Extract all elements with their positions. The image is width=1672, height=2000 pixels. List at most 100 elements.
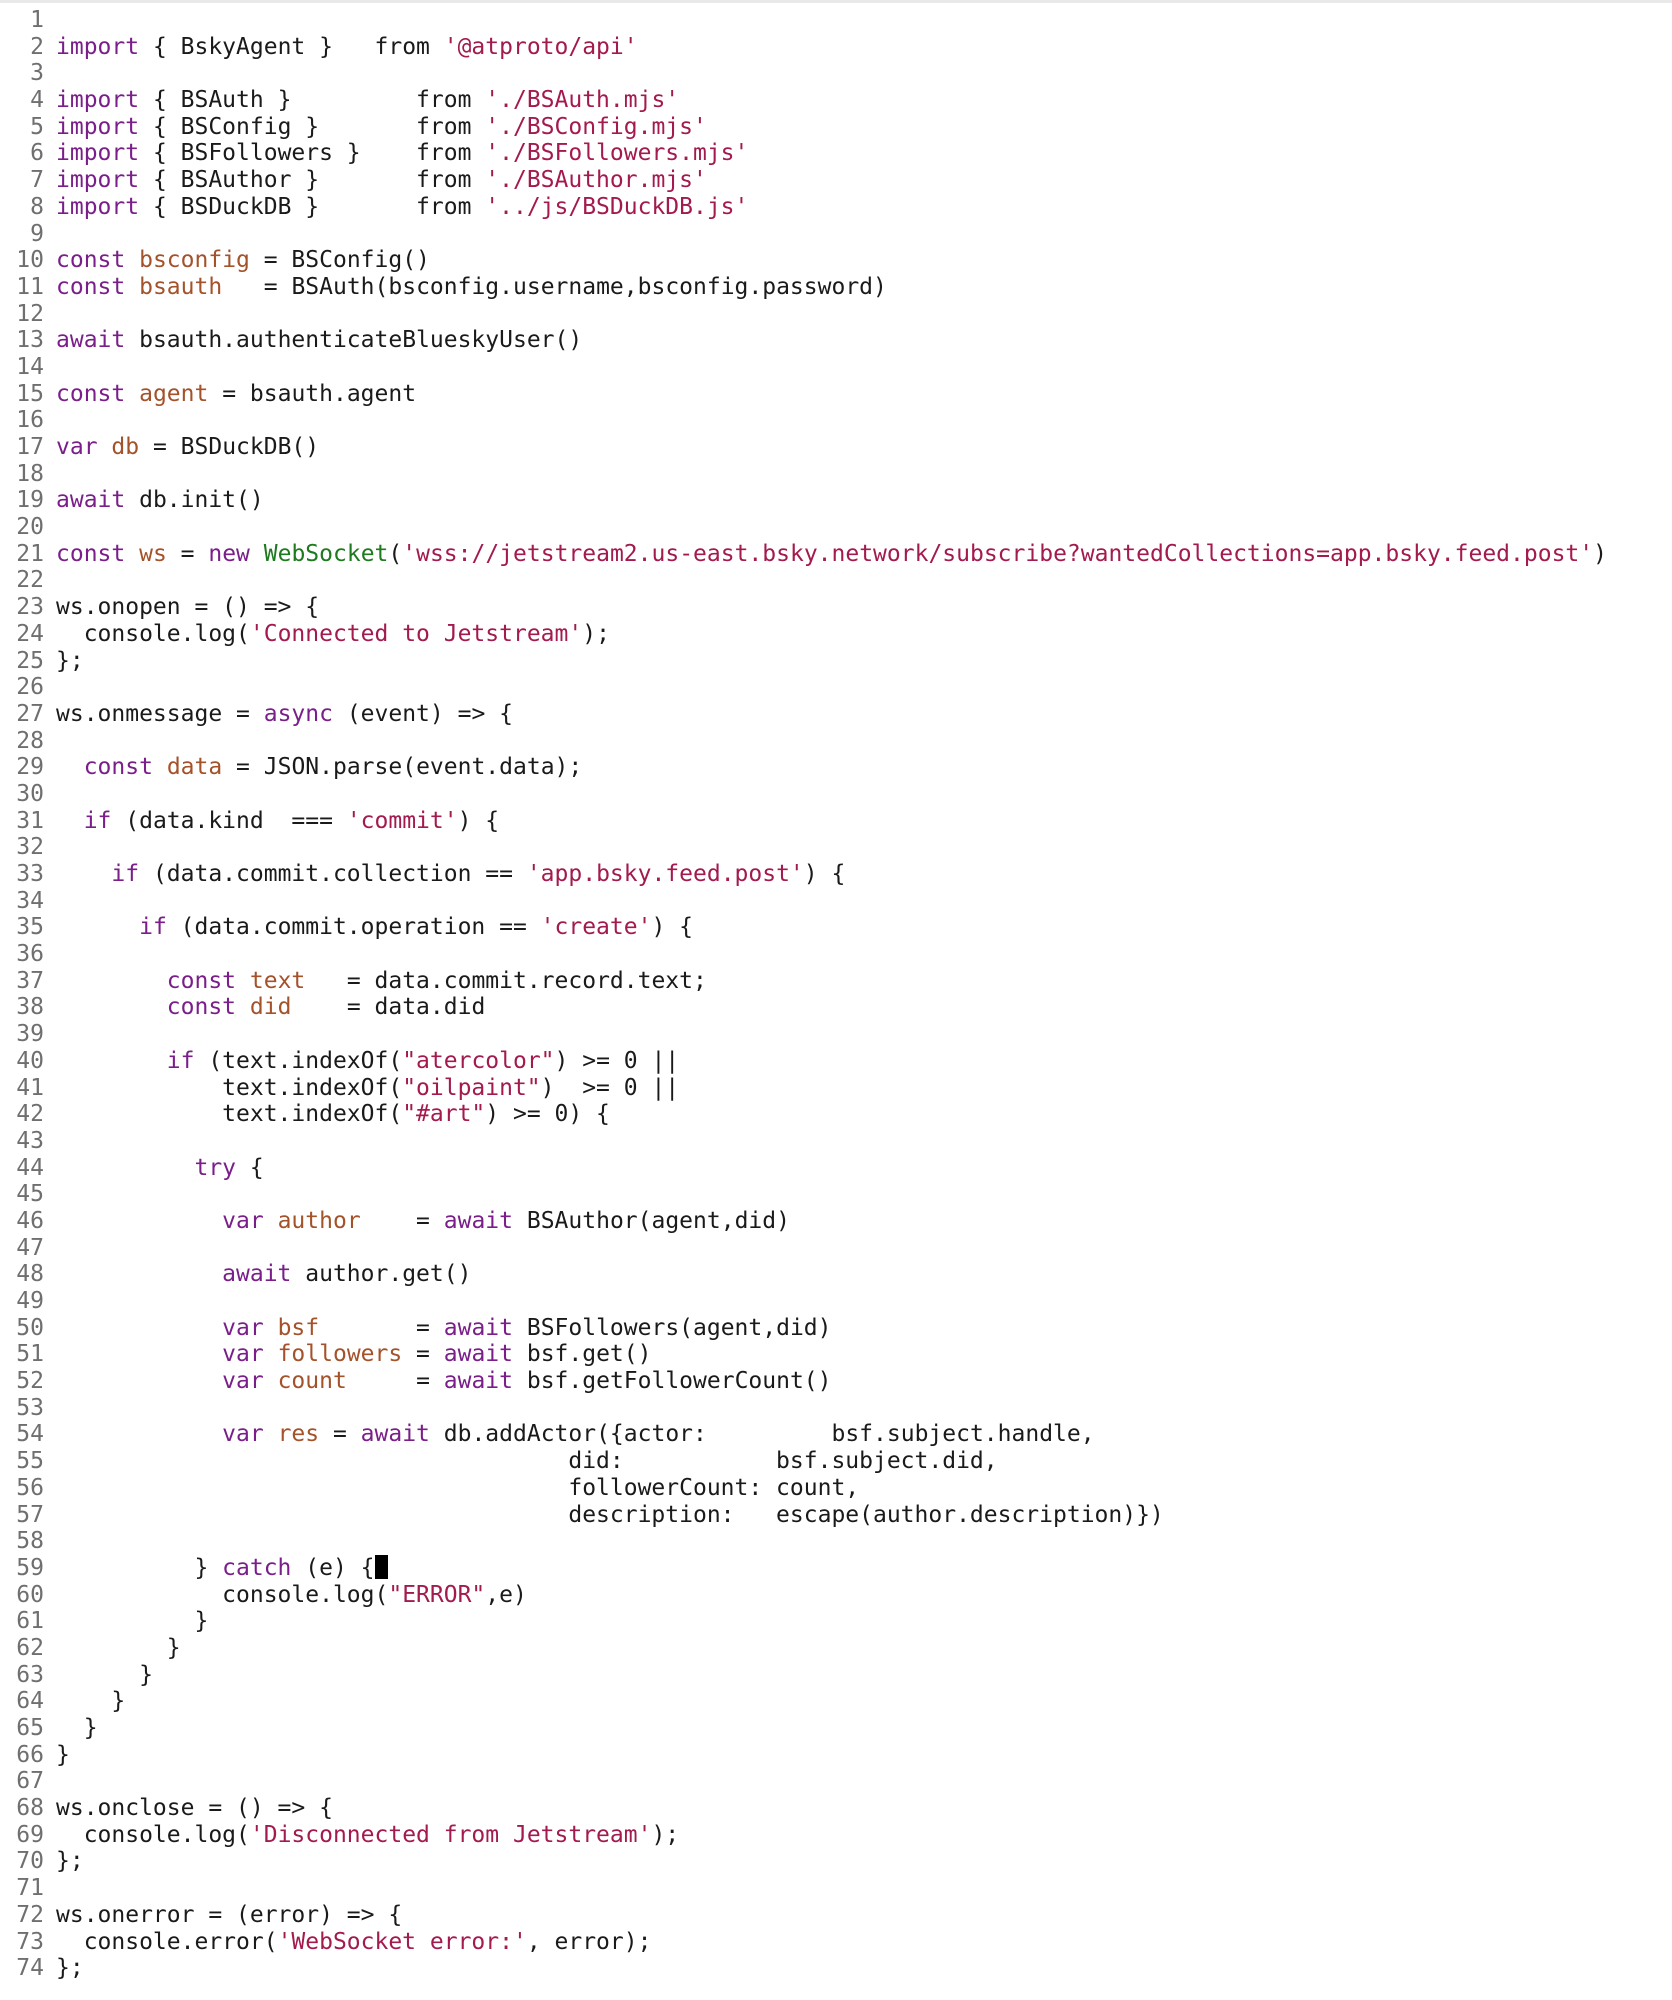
line-number: 62 bbox=[16, 1634, 44, 1661]
code-line[interactable]: 51 var followers = await bsf.get() bbox=[0, 1341, 1672, 1368]
line-number: 38 bbox=[16, 994, 44, 1021]
code-token-kw: if bbox=[111, 861, 140, 887]
code-line[interactable]: 34 bbox=[0, 888, 1672, 915]
code-line[interactable]: 62 } bbox=[0, 1635, 1672, 1662]
code-line[interactable]: 64 } bbox=[0, 1688, 1672, 1715]
code-line[interactable]: 66} bbox=[0, 1742, 1672, 1769]
code-line[interactable]: 67 bbox=[0, 1768, 1672, 1795]
code-line[interactable]: 44 try { bbox=[0, 1155, 1672, 1182]
code-line[interactable]: 37 const text = data.commit.record.text; bbox=[0, 968, 1672, 995]
code-line[interactable]: 12 bbox=[0, 301, 1672, 328]
code-line[interactable]: 1 bbox=[0, 7, 1672, 34]
code-line[interactable]: 33 if (data.commit.collection == 'app.bs… bbox=[0, 861, 1672, 888]
code-line[interactable]: 61 } bbox=[0, 1608, 1672, 1635]
code-line[interactable]: 70}; bbox=[0, 1848, 1672, 1875]
code-line[interactable]: 30 bbox=[0, 781, 1672, 808]
code-line[interactable]: 47 bbox=[0, 1235, 1672, 1262]
code-line[interactable]: 55 did: bsf.subject.did, bbox=[0, 1448, 1672, 1475]
code-line[interactable]: 63 } bbox=[0, 1662, 1672, 1689]
code-line[interactable]: 14 bbox=[0, 354, 1672, 381]
code-line[interactable]: 26 bbox=[0, 674, 1672, 701]
code-line[interactable]: 59 } catch (e) { bbox=[0, 1554, 1672, 1582]
code-line[interactable]: 29 const data = JSON.parse(event.data); bbox=[0, 754, 1672, 781]
code-line[interactable]: 69 console.log('Disconnected from Jetstr… bbox=[0, 1822, 1672, 1849]
code-line[interactable]: 28 bbox=[0, 728, 1672, 755]
code-line[interactable]: 42 text.indexOf("#art") >= 0) { bbox=[0, 1101, 1672, 1128]
code-line[interactable]: 60 console.log("ERROR",e) bbox=[0, 1582, 1672, 1609]
code-line[interactable]: 48 await author.get() bbox=[0, 1261, 1672, 1288]
code-line[interactable]: 57 description: escape(author.descriptio… bbox=[0, 1502, 1672, 1529]
code-line[interactable]: 65 } bbox=[0, 1715, 1672, 1742]
line-content: await db.init() bbox=[56, 487, 264, 513]
code-token-plain: = bbox=[346, 1368, 444, 1395]
code-line[interactable]: 20 bbox=[0, 514, 1672, 541]
code-line[interactable]: 16 bbox=[0, 407, 1672, 434]
code-token-str: './BSConfig.mjs' bbox=[485, 113, 707, 140]
code-token-kw: const bbox=[56, 380, 126, 407]
code-line[interactable]: 73 console.error('WebSocket error:', err… bbox=[0, 1929, 1672, 1956]
line-content: var author = await BSAuthor(agent,did) bbox=[56, 1208, 790, 1234]
line-content: try { bbox=[56, 1155, 263, 1181]
code-token-plain: bsf.getFollowerCount() bbox=[513, 1368, 832, 1395]
code-line[interactable]: 19 await db.init() bbox=[0, 487, 1672, 514]
code-line[interactable]: 56 followerCount: count, bbox=[0, 1475, 1672, 1502]
code-line[interactable]: 45 bbox=[0, 1181, 1672, 1208]
code-line[interactable]: 32 bbox=[0, 834, 1672, 861]
code-line[interactable]: 36 bbox=[0, 941, 1672, 968]
code-line[interactable]: 25}; bbox=[0, 648, 1672, 675]
code-line[interactable]: 58 bbox=[0, 1528, 1672, 1555]
code-line[interactable]: 71 bbox=[0, 1875, 1672, 1902]
code-token-plain: } bbox=[56, 1634, 181, 1661]
code-line[interactable]: 41 text.indexOf("oilpaint") >= 0 || bbox=[0, 1075, 1672, 1102]
code-line[interactable]: 52 var count = await bsf.getFollowerCoun… bbox=[0, 1368, 1672, 1395]
code-line[interactable]: 24 console.log('Connected to Jetstream')… bbox=[0, 621, 1672, 648]
code-line[interactable]: 54 var res = await db.addActor({actor: b… bbox=[0, 1421, 1672, 1448]
code-line[interactable]: 53 bbox=[0, 1395, 1672, 1422]
code-line[interactable]: 22 bbox=[0, 567, 1672, 594]
code-line[interactable]: 40 if (text.indexOf("atercolor") >= 0 || bbox=[0, 1048, 1672, 1075]
code-token-plain bbox=[56, 1208, 222, 1234]
code-line[interactable]: 18 bbox=[0, 461, 1672, 488]
code-token-kw: import bbox=[56, 193, 140, 220]
code-token-plain: { BSDuckDB } from bbox=[139, 193, 486, 220]
code-token-kw: var bbox=[222, 1314, 264, 1341]
code-line[interactable]: 35 if (data.commit.operation == 'create'… bbox=[0, 914, 1672, 941]
code-token-plain: } bbox=[56, 1688, 126, 1715]
code-token-plain: { BskyAgent } from bbox=[139, 33, 444, 60]
code-line[interactable]: 50 var bsf = await BSFollowers(agent,did… bbox=[0, 1315, 1672, 1342]
code-line[interactable]: 74}; bbox=[0, 1955, 1672, 1982]
line-content: } bbox=[56, 1715, 98, 1741]
code-line[interactable]: 43 bbox=[0, 1128, 1672, 1155]
code-line[interactable]: 39 bbox=[0, 1021, 1672, 1048]
line-content: console.log('Disconnected from Jetstream… bbox=[56, 1822, 679, 1848]
code-line[interactable]: 49 bbox=[0, 1288, 1672, 1315]
code-token-str: './BSAuth.mjs' bbox=[485, 87, 680, 114]
code-token-plain: ) >= 0 || bbox=[540, 1074, 680, 1101]
code-line[interactable]: 3 bbox=[0, 60, 1672, 87]
code-line[interactable]: 31 if (data.kind === 'commit') { bbox=[0, 808, 1672, 835]
code-line[interactable]: 46 var author = await BSAuthor(agent,did… bbox=[0, 1208, 1672, 1235]
line-number: 19 bbox=[16, 487, 44, 514]
line-number: 54 bbox=[16, 1421, 44, 1448]
code-line[interactable]: 38 const did = data.did bbox=[0, 994, 1672, 1021]
code-token-kw: async bbox=[263, 700, 333, 727]
code-line[interactable]: 9 bbox=[0, 221, 1672, 248]
